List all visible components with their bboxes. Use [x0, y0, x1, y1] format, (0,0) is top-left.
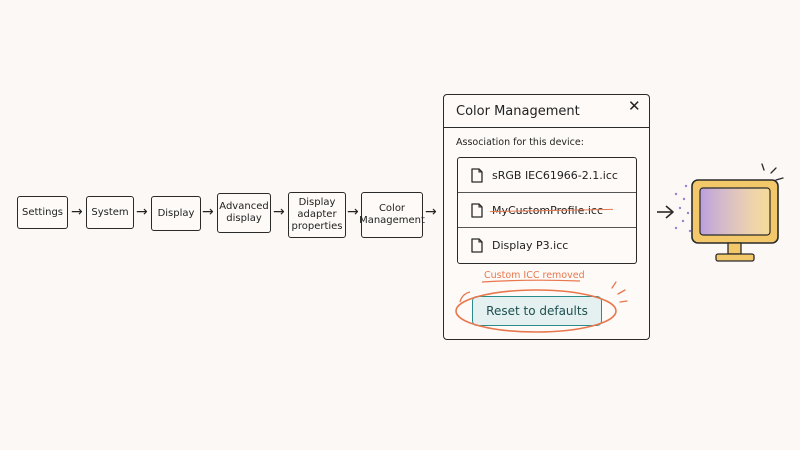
association-label: Association for this device:: [456, 137, 584, 148]
arrow-right-icon: →: [347, 204, 359, 220]
arrow-right-icon: →: [273, 204, 285, 220]
file-icon: [471, 238, 483, 253]
note-underline: [481, 279, 581, 283]
flow-step-display: Display: [151, 196, 201, 231]
highlight-ellipse: [455, 289, 617, 333]
flow-step-color-management: Color Management: [359, 192, 425, 238]
arrow-right-icon: →: [202, 204, 214, 220]
profile-name-struck: MyCustomProfile.icc: [490, 203, 613, 217]
close-icon[interactable]: ✕: [628, 97, 641, 115]
glow-dots: [674, 184, 692, 233]
profile-list: sRGB IEC61966-2.1.icc MyCustomProfile.ic…: [457, 157, 637, 264]
arrow-right-icon: →: [71, 204, 83, 220]
flow-step-display-adapter-properties: Display adapter properties: [288, 192, 346, 238]
highlight-ellipse-tail: [459, 291, 471, 303]
reset-to-defaults-button[interactable]: Reset to defaults: [472, 296, 602, 326]
monitor-icon: [691, 179, 779, 262]
arrow-right-icon: →: [425, 204, 437, 220]
flow-step-system: System: [86, 196, 134, 229]
dialog-title: Color Management: [456, 104, 580, 119]
profile-item[interactable]: sRGB IEC61966-2.1.icc: [458, 158, 636, 193]
spark-lines: [761, 163, 784, 181]
spark-lines: [611, 281, 628, 303]
dialog-divider: [444, 127, 649, 128]
profile-name: sRGB IEC61966-2.1.icc: [492, 168, 618, 182]
arrow-right-icon: →: [136, 204, 148, 220]
flow-step-advanced-display: Advanced display: [217, 193, 271, 233]
color-management-dialog: Color Management ✕ Association for this …: [443, 94, 650, 340]
profile-name: MyCustomProfile.icc: [492, 203, 603, 217]
arrow-right-icon: [657, 205, 674, 219]
profile-item[interactable]: Display P3.icc: [458, 228, 636, 263]
flow-step-settings: Settings: [17, 196, 68, 229]
profile-name: Display P3.icc: [492, 239, 569, 252]
file-icon: [471, 202, 483, 218]
file-icon: [471, 167, 483, 183]
profile-item-removed[interactable]: MyCustomProfile.icc: [458, 193, 636, 228]
removed-note: Custom ICC removed: [484, 270, 585, 281]
